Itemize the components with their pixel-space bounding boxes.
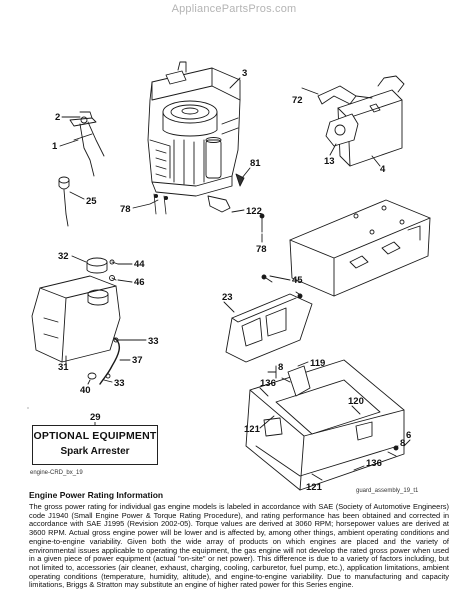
watermark: AppliancePartsPros.com — [171, 3, 297, 15]
callout-44: 44 — [134, 259, 145, 270]
callout-1: 1 — [52, 141, 58, 152]
rating-heading: Engine Power Rating Information — [29, 490, 164, 500]
callout-40: 40 — [80, 385, 91, 396]
callout-119: 119 — [310, 358, 325, 369]
callout-78b: 78 — [256, 244, 267, 255]
engine-mount-plate[interactable] — [289, 199, 431, 297]
callout-8b: 8 — [400, 438, 405, 449]
callout-32: 32 — [58, 251, 69, 262]
callout-136b: 136 — [366, 458, 382, 469]
caption-left: engine-CRD_bx_19 — [30, 470, 83, 476]
optional-equipment-box: OPTIONAL EQUIPMENT Spark Arrester — [32, 425, 158, 465]
fuel-cap[interactable] — [86, 257, 108, 274]
engine-block[interactable] — [147, 61, 241, 197]
callout-25: 25 — [86, 196, 97, 207]
guard-bracket[interactable] — [281, 365, 311, 397]
callout-122: 122 — [246, 206, 262, 217]
callout-23: 23 — [222, 292, 233, 303]
callout-121b: 121 — [306, 482, 323, 493]
muffler-gasket[interactable] — [325, 113, 359, 147]
callout-33a: 33 — [148, 336, 159, 347]
callout-3: 3 — [242, 68, 247, 79]
spark-arrester-label[interactable]: Spark Arrester — [60, 446, 130, 457]
callout-29: 29 — [90, 412, 101, 423]
optional-equipment-title: OPTIONAL EQUIPMENT — [33, 430, 157, 442]
callout-6: 6 — [406, 430, 411, 441]
callout-81: 81 — [250, 158, 261, 169]
dipstick[interactable] — [58, 176, 70, 227]
callout-72: 72 — [292, 95, 303, 106]
callout-120: 120 — [348, 396, 364, 407]
callout-8: 8 — [278, 362, 283, 373]
engine-power-rating: Engine Power Rating Information The gros… — [29, 490, 449, 590]
callout-2: 2 — [55, 112, 60, 123]
guard-assembly[interactable] — [245, 359, 405, 491]
callout-33b: 33 — [114, 378, 125, 389]
exhaust-pipe[interactable] — [317, 85, 373, 105]
throttle-control[interactable] — [69, 111, 105, 177]
fuel-tank[interactable] — [31, 275, 121, 363]
callout-4: 4 — [380, 164, 386, 175]
callout-121a: 121 — [244, 424, 261, 435]
heat-shield[interactable] — [225, 293, 313, 363]
callout-46: 46 — [134, 277, 145, 288]
callout-45: 45 — [292, 275, 303, 286]
fuel-line[interactable] — [99, 337, 121, 385]
callout-31: 31 — [58, 362, 69, 373]
callout-78a: 78 — [120, 204, 131, 215]
caption-right: guard_assembly_19_t1 — [356, 488, 419, 494]
callout-13: 13 — [324, 156, 335, 167]
callout-136a: 136 — [260, 378, 276, 389]
rating-body: The gross power rating for individual ga… — [29, 502, 449, 590]
callout-37: 37 — [132, 355, 143, 366]
